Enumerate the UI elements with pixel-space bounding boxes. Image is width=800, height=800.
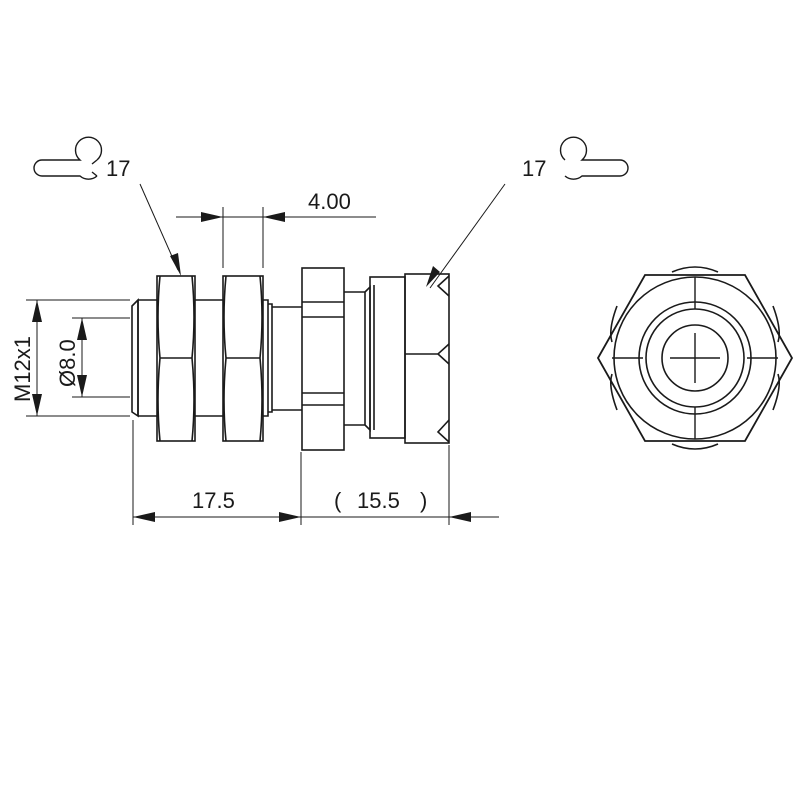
leader-left [139,183,181,276]
dimension-front-length-label: 17.5 [192,488,235,513]
threaded-body [131,298,302,418]
wrench-icon-right [559,136,629,180]
dimension-nut-gap [176,207,376,268]
dimension-bore-label: Ø8.0 [55,339,80,387]
lock-nut-2 [222,275,264,442]
collar [369,276,406,439]
wrench-size-right: 17 [522,156,546,181]
dimension-lengths [132,420,499,525]
leader-right [426,183,506,289]
dimension-rear-paren-close: ) [420,488,427,513]
body-hex [301,267,371,451]
dimension-thread-label: M12x1 [10,336,35,402]
head-hex [404,273,450,444]
lock-nut-1 [156,275,196,442]
dimension-bore [72,317,130,398]
end-view [596,266,794,450]
dimension-rear-length-label: 15.5 [357,488,400,513]
wrench-icon-left [33,136,103,180]
dimension-nut-gap-label: 4.00 [308,189,351,214]
dimension-rear-paren-open: ( [334,488,342,513]
dimension-thread [26,299,130,417]
wrench-size-left: 17 [106,156,130,181]
